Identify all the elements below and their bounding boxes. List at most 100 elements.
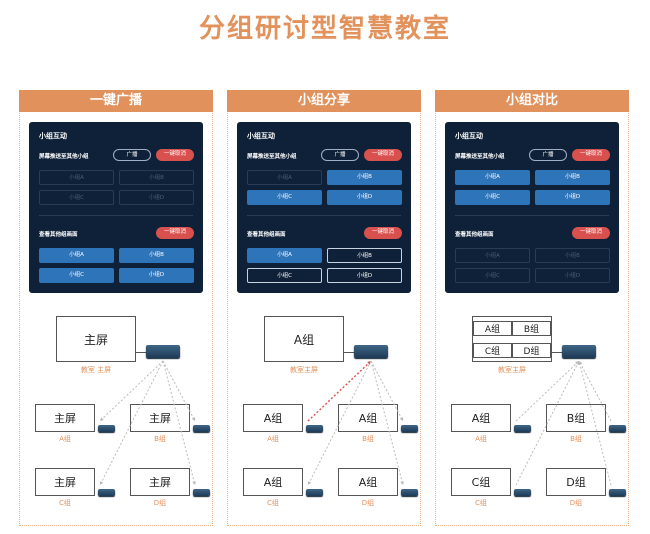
group-label: C组 bbox=[475, 499, 487, 507]
divider bbox=[247, 215, 401, 216]
cancel-push-button[interactable]: 一键取消 bbox=[572, 149, 610, 161]
cancel-push-button[interactable]: 一键取消 bbox=[156, 149, 194, 161]
arrow-line bbox=[515, 360, 580, 486]
push-group-button[interactable]: 小组A bbox=[247, 170, 322, 185]
group-screen: D组 bbox=[546, 468, 606, 496]
cancel-push-button[interactable]: 一键取消 bbox=[364, 149, 402, 161]
panel-heading: 小组互动 bbox=[39, 132, 67, 140]
group-label: B组 bbox=[362, 435, 374, 443]
push-group-button[interactable]: 小组D bbox=[535, 190, 610, 205]
view-group-button[interactable]: 小组C bbox=[455, 268, 530, 283]
arrow-head bbox=[399, 417, 404, 421]
cancel-view-button[interactable]: 一键取消 bbox=[572, 227, 610, 239]
push-label: 屏幕推送至其他小组 bbox=[455, 154, 505, 160]
view-group-button[interactable]: 小组B bbox=[327, 248, 402, 263]
group-screen: A组 bbox=[338, 468, 398, 496]
group-device-icon bbox=[193, 425, 210, 432]
column-header: 小组对比 bbox=[435, 90, 629, 112]
view-label: 查看其他组画面 bbox=[39, 232, 78, 238]
view-group-button[interactable]: 小组B bbox=[535, 248, 610, 263]
view-group-button[interactable]: 小组D bbox=[327, 268, 402, 283]
arrow-head bbox=[100, 417, 104, 421]
group-label: A组 bbox=[475, 435, 487, 443]
group-device-icon bbox=[401, 425, 418, 432]
group-device-icon bbox=[98, 425, 115, 432]
main-screen: 主屏 bbox=[56, 316, 136, 362]
arrow-line bbox=[162, 360, 196, 486]
push-group-button[interactable]: 小组C bbox=[455, 190, 530, 205]
group-screen: A组 bbox=[451, 404, 511, 432]
arrow-line bbox=[307, 360, 372, 486]
broadcast-button[interactable]: 广播 bbox=[529, 149, 567, 161]
push-group-button[interactable]: 小组B bbox=[535, 170, 610, 185]
group-device-icon bbox=[98, 489, 115, 496]
view-group-button[interactable]: 小组A bbox=[39, 248, 114, 263]
broadcast-button[interactable]: 广播 bbox=[113, 149, 151, 161]
group-device-icon bbox=[193, 489, 210, 496]
push-group-button[interactable]: 小组B bbox=[119, 170, 194, 185]
connector bbox=[136, 352, 146, 353]
view-group-button[interactable]: 小组A bbox=[455, 248, 530, 263]
panel-heading: 小组互动 bbox=[455, 132, 483, 140]
group-device-icon bbox=[609, 425, 626, 432]
view-group-button[interactable]: 小组C bbox=[247, 268, 322, 283]
main-device-icon bbox=[354, 345, 388, 358]
main-screen-label: 教室 主屏 bbox=[80, 366, 112, 374]
group-screen: B组 bbox=[546, 404, 606, 432]
connector bbox=[344, 352, 354, 353]
push-group-button[interactable]: 小组A bbox=[455, 170, 530, 185]
push-group-button[interactable]: 小组D bbox=[119, 190, 194, 205]
group-device-icon bbox=[609, 489, 626, 496]
group-device-icon bbox=[306, 489, 323, 496]
group-label: A组 bbox=[59, 435, 71, 443]
arrow-head bbox=[192, 481, 196, 485]
push-group-button[interactable]: 小组D bbox=[327, 190, 402, 205]
view-group-button[interactable]: 小组B bbox=[119, 248, 194, 263]
push-label: 屏幕推送至其他小组 bbox=[247, 154, 297, 160]
group-screen: A组 bbox=[243, 468, 303, 496]
broadcast-button[interactable]: 广播 bbox=[321, 149, 359, 161]
group-screen: 主屏 bbox=[130, 468, 190, 496]
push-group-button[interactable]: 小组B bbox=[327, 170, 402, 185]
main-screen-cell: D组 bbox=[512, 342, 551, 358]
main-device-icon bbox=[146, 345, 180, 358]
arrow-line bbox=[307, 360, 372, 422]
push-label: 屏幕推送至其他小组 bbox=[39, 154, 89, 160]
main-screen-cell: C组 bbox=[473, 342, 512, 358]
group-screen: A组 bbox=[338, 404, 398, 432]
column-header: 小组分享 bbox=[227, 90, 421, 112]
group-label: B组 bbox=[154, 435, 166, 443]
group-device-icon bbox=[306, 425, 323, 432]
arrow-line bbox=[99, 360, 164, 486]
arrow-line bbox=[578, 360, 612, 486]
view-group-button[interactable]: 小组A bbox=[247, 248, 322, 263]
group-label: A组 bbox=[267, 435, 279, 443]
push-group-button[interactable]: 小组C bbox=[247, 190, 322, 205]
arrow-line bbox=[515, 360, 580, 422]
main-screen-label: 教室主屏 bbox=[498, 366, 526, 374]
main-screen: A组 bbox=[264, 316, 344, 362]
arrow-head bbox=[307, 481, 312, 485]
main-screen-label: 教室主屏 bbox=[290, 366, 318, 374]
push-group-button[interactable]: 小组A bbox=[39, 170, 114, 185]
push-group-button[interactable]: 小组C bbox=[39, 190, 114, 205]
view-group-button[interactable]: 小组C bbox=[39, 268, 114, 283]
arrow-head bbox=[400, 481, 404, 485]
view-label: 查看其他组画面 bbox=[455, 232, 494, 238]
cancel-view-button[interactable]: 一键取消 bbox=[364, 227, 402, 239]
connector bbox=[552, 352, 562, 353]
group-screen: C组 bbox=[451, 468, 511, 496]
arrow-line bbox=[99, 360, 164, 422]
main-device-icon bbox=[562, 345, 596, 358]
cancel-view-button[interactable]: 一键取消 bbox=[156, 227, 194, 239]
group-label: D组 bbox=[361, 499, 375, 507]
view-group-button[interactable]: 小组D bbox=[535, 268, 610, 283]
view-group-button[interactable]: 小组D bbox=[119, 268, 194, 283]
page-title: 分组研讨型智慧教室 bbox=[198, 14, 451, 44]
